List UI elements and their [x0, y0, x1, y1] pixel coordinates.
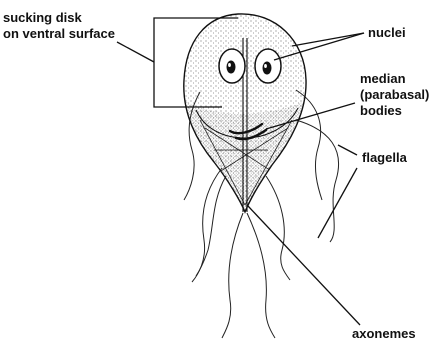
- posterior-shading: [184, 100, 307, 230]
- nucleus-right: [255, 49, 281, 83]
- label-median-bodies: median (parabasal) bodies: [360, 71, 433, 118]
- nucleus-left: [219, 49, 245, 83]
- flagella-callout: flagella: [318, 145, 408, 238]
- label-median-bodies-line-3: bodies: [360, 103, 402, 118]
- label-sucking-disk-line-2: on ventral surface: [3, 26, 115, 41]
- label-axonemes: axonemes: [352, 326, 416, 341]
- flagellum-posterolateral-left-1: [192, 168, 222, 282]
- label-nuclei: nuclei: [368, 25, 406, 40]
- flagellum-posterolateral-left-2: [196, 176, 226, 276]
- flagellum-posterolateral-right: [266, 176, 290, 280]
- axonemes-callout: axonemes: [248, 206, 416, 341]
- label-median-bodies-line-2: (parabasal): [360, 87, 429, 102]
- label-sucking-disk-line-1: sucking disk: [3, 10, 83, 25]
- sucking-disk-leader: [117, 42, 154, 62]
- label-median-bodies-line-1: median: [360, 71, 406, 86]
- label-sucking-disk: sucking disk on ventral surface: [3, 10, 115, 41]
- flagellum-caudal-left: [222, 213, 243, 338]
- label-flagella: flagella: [362, 150, 408, 165]
- flagellum-caudal-right: [247, 213, 275, 338]
